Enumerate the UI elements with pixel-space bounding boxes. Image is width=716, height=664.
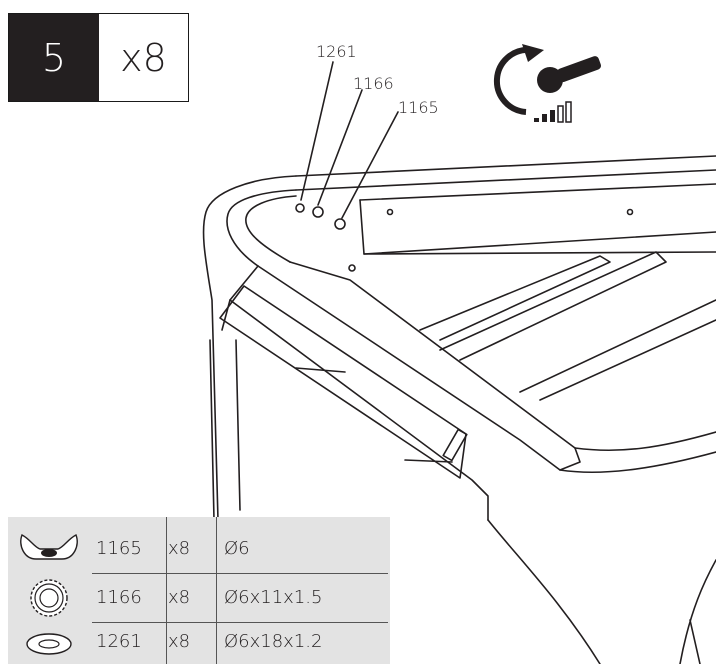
row-divider (92, 622, 388, 623)
step-number: 5 (9, 14, 99, 101)
table-row: 1261 x8 Ø6x18x1.2 (8, 618, 390, 664)
flat-washer-icon (26, 633, 72, 655)
part-size: Ø6x11x1.5 (224, 586, 323, 608)
step-quantity: x8 (99, 14, 188, 101)
part-qty: x8 (168, 586, 191, 608)
callout-1261: 1261 (316, 42, 357, 61)
row-divider (92, 573, 388, 574)
serrated-washer-icon (30, 579, 68, 617)
step-header: 5 x8 (8, 13, 189, 102)
table-row: 1166 x8 Ø6x11x1.5 (8, 574, 390, 620)
callout-1165: 1165 (398, 98, 439, 117)
part-size: Ø6x18x1.2 (224, 630, 323, 652)
part-qty: x8 (168, 537, 191, 559)
part-size: Ø6 (224, 537, 250, 559)
part-code: 1261 (96, 630, 142, 652)
table-row: 1165 x8 Ø6 (8, 525, 390, 571)
column-divider (216, 517, 217, 664)
parts-table: 1165 x8 Ø6 1166 x8 Ø6x11x1.5 1261 x8 Ø6x… (8, 517, 390, 664)
wrench-torque-icon (494, 44, 602, 123)
column-divider (166, 517, 167, 664)
part-code: 1166 (96, 586, 142, 608)
callout-1166: 1166 (353, 74, 394, 93)
part-qty: x8 (168, 630, 191, 652)
part-code: 1165 (96, 537, 142, 559)
wing-nut-icon (20, 534, 78, 560)
